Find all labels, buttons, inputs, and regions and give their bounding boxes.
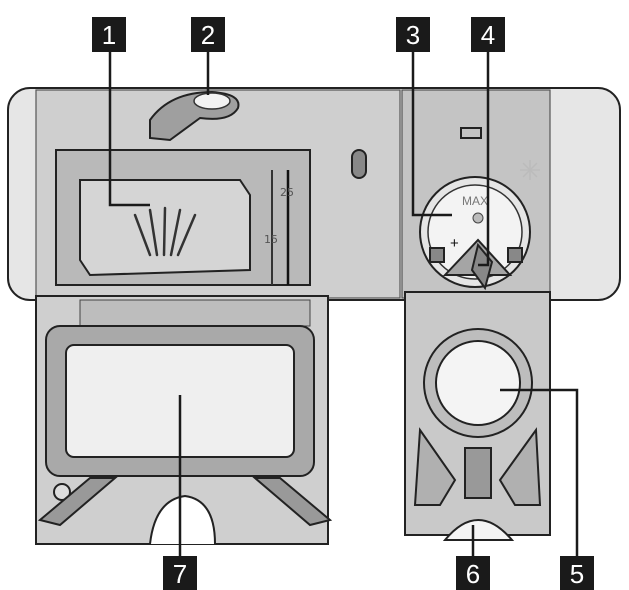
fill-mark-upper: 25 [280, 186, 294, 199]
spring [464, 447, 492, 499]
regulator-max-text: MAX [462, 194, 488, 208]
fill-mark-lower: 15 [264, 233, 278, 246]
leader-line-3 [411, 50, 452, 217]
svg-text:5: 5 [570, 559, 584, 589]
rinse-aid-reservoir [404, 291, 551, 541]
svg-text:3: 3 [406, 20, 420, 50]
leader-line-4 [478, 50, 490, 267]
leader-line-1 [108, 50, 150, 207]
label-1: 1 [92, 17, 126, 52]
rinse-aid-filler-cap[interactable] [435, 340, 521, 426]
label-6: 6 [456, 556, 490, 590]
label-5: 5 [560, 556, 594, 590]
svg-text:7: 7 [173, 559, 187, 589]
label-4: 4 [471, 17, 505, 52]
indicator-notch [460, 127, 482, 139]
svg-text:2: 2 [201, 20, 215, 50]
detergent-icon [133, 206, 197, 257]
rinse-aid-regulator[interactable]: MAX + [419, 176, 531, 291]
svg-text:1: 1 [102, 20, 116, 50]
svg-text:6: 6 [466, 559, 480, 589]
leader-line-5 [500, 388, 579, 558]
sun-icon [520, 160, 540, 180]
vent-slot [351, 149, 367, 179]
svg-text:4: 4 [481, 20, 495, 50]
dispenser-latch[interactable] [149, 90, 240, 142]
reservoir-release-button[interactable] [442, 519, 515, 541]
label-7: 7 [163, 556, 197, 590]
label-3: 3 [396, 17, 430, 52]
main-wash-compartment [35, 295, 333, 545]
regulator-plus: + [450, 235, 459, 252]
prewash-compartment: 25 15 [55, 149, 311, 286]
label-2: 2 [191, 17, 225, 52]
